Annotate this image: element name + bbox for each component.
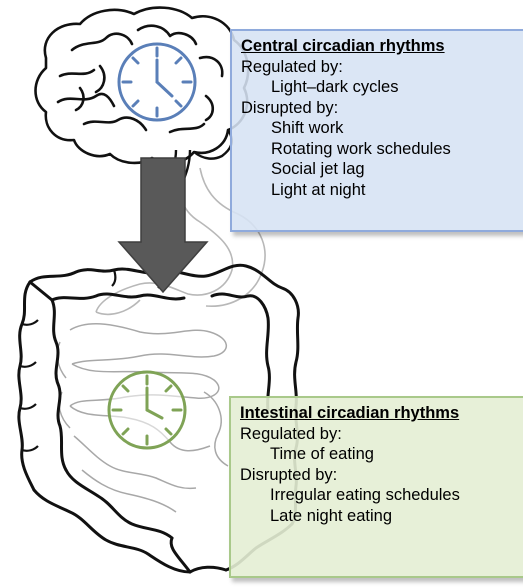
intestinal-disrupted-item: Late night eating	[240, 506, 523, 527]
central-clock-icon	[119, 44, 195, 120]
central-disrupted-item: Rotating work schedules	[241, 139, 523, 160]
central-title: Central circadian rhythms	[241, 36, 523, 57]
central-disrupted-item: Social jet lag	[241, 159, 523, 180]
central-rhythms-box: Central circadian rhythms Regulated by: …	[230, 29, 523, 232]
central-regulated-item: Light–dark cycles	[241, 77, 523, 98]
intestinal-rhythms-box: Intestinal circadian rhythms Regulated b…	[229, 396, 523, 578]
intestinal-disrupted-label: Disrupted by:	[240, 465, 523, 486]
central-regulated-label: Regulated by:	[241, 57, 523, 78]
central-disrupted-label: Disrupted by:	[241, 98, 523, 119]
intestinal-title: Intestinal circadian rhythms	[240, 403, 523, 424]
intestinal-disrupted-item: Irregular eating schedules	[240, 485, 523, 506]
central-disrupted-item: Shift work	[241, 118, 523, 139]
intestinal-regulated-item: Time of eating	[240, 444, 523, 465]
central-disrupted-item: Light at night	[241, 180, 523, 201]
down-arrow-icon	[119, 158, 207, 292]
intestinal-clock-icon	[109, 372, 185, 448]
intestinal-regulated-label: Regulated by:	[240, 424, 523, 445]
